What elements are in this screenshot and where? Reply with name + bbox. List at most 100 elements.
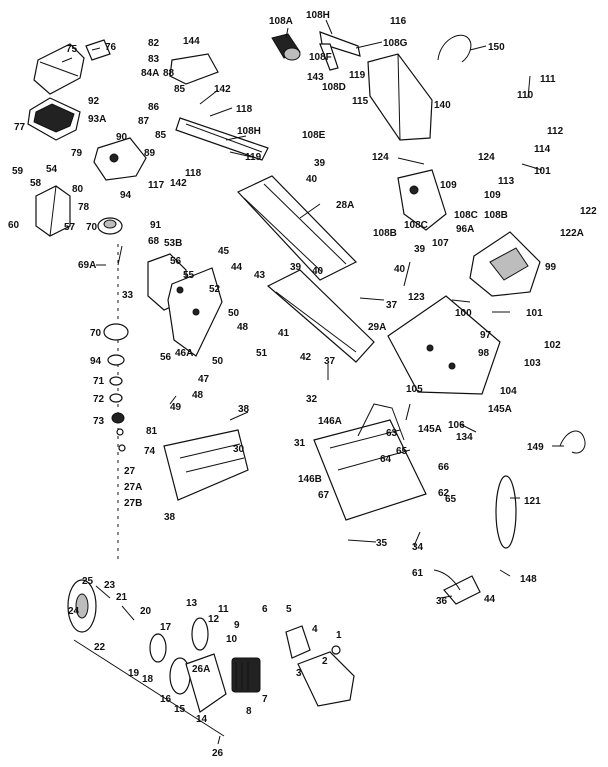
part-label: 106 — [448, 420, 465, 431]
part-label: 110 — [517, 90, 534, 101]
part-label: 85 — [174, 84, 186, 95]
part-label: 118 — [185, 168, 202, 179]
part-label: 59 — [12, 166, 24, 177]
part-label: 11 — [218, 604, 229, 615]
part-label: 108B — [484, 210, 508, 221]
part-123-table — [387, 295, 501, 395]
part-79-housing — [93, 137, 147, 181]
part-52-gearbox — [147, 253, 223, 357]
part-label: 40 — [306, 174, 318, 185]
part-label: 65 — [445, 494, 457, 505]
part-label: 47 — [198, 374, 210, 385]
part-label: 91 — [150, 220, 162, 231]
part-108a-bushing — [271, 33, 301, 61]
part-label: 40 — [312, 266, 324, 277]
part-label: 108F — [309, 52, 332, 63]
part-label: 109 — [440, 180, 457, 191]
part-label: 48 — [192, 390, 204, 401]
part-label: 78 — [78, 202, 90, 213]
part-label: 77 — [14, 122, 26, 133]
part-label: 21 — [116, 592, 128, 603]
part-121-cord-wrap — [495, 475, 517, 549]
part-96a-bracket — [397, 169, 447, 231]
part-label: 4 — [312, 624, 318, 635]
part-label: 50 — [212, 356, 224, 367]
part-label: 88 — [163, 68, 175, 79]
part-71-ring — [109, 376, 123, 386]
part-label: 101 — [526, 308, 543, 319]
part-label: 38 — [238, 404, 250, 415]
part-108h-rail — [175, 117, 269, 161]
part-label: 49 — [170, 402, 182, 413]
part-label: 150 — [488, 42, 505, 53]
part-label: 70 — [86, 222, 98, 233]
part-77-plate — [27, 97, 81, 141]
part-label: 45 — [218, 246, 230, 257]
part-label: 81 — [146, 426, 158, 437]
part-label: 65 — [396, 446, 408, 457]
part-label: 124 — [478, 152, 495, 163]
part-122a-switch-box — [469, 231, 541, 297]
part-label: 122A — [560, 228, 584, 239]
part-29a-base-frame — [266, 269, 375, 363]
part-label: 113 — [498, 176, 515, 187]
part-17-bearing — [149, 633, 167, 663]
part-label: 9 — [234, 620, 240, 631]
part-label: 3 — [296, 668, 302, 679]
part-label: 67 — [318, 490, 330, 501]
part-label: 146B — [298, 474, 322, 485]
part-label: 42 — [300, 352, 312, 363]
part-label: 72 — [93, 394, 105, 405]
part-150-cord — [437, 34, 472, 63]
part-label: 66 — [438, 462, 450, 473]
part-number-labels: 108A 108H 116 108F 108G 119 150 76 82 83… — [8, 10, 597, 759]
part-label: 122 — [580, 206, 597, 217]
part-label: 7 — [262, 694, 268, 705]
part-label: 143 — [307, 72, 324, 83]
part-31-base — [313, 419, 427, 521]
part-label: 30 — [233, 444, 245, 455]
part-label: 108E — [302, 130, 326, 141]
part-label: 46A — [175, 348, 193, 359]
part-54-block — [35, 185, 71, 237]
part-label: 6 — [262, 604, 268, 615]
part-label: 103 — [524, 358, 541, 369]
part-75-cover — [33, 43, 85, 95]
part-label: 53B — [164, 238, 182, 249]
part-label: 140 — [434, 100, 451, 111]
part-label: 117 — [148, 180, 165, 191]
part-36-foot — [443, 575, 481, 605]
part-label: 94 — [90, 356, 102, 367]
part-label: 27 — [124, 466, 136, 477]
part-label: 1 — [336, 630, 342, 641]
part-label: 89 — [144, 148, 156, 159]
part-label: 13 — [186, 598, 198, 609]
part-label: 92 — [88, 96, 100, 107]
part-30-guide-rail — [163, 429, 249, 501]
part-label: 37 — [386, 300, 398, 311]
part-label: 108C — [454, 210, 478, 221]
part-label: 52 — [209, 284, 221, 295]
part-label: 20 — [140, 606, 152, 617]
part-label: 23 — [104, 580, 116, 591]
part-label: 108H — [306, 10, 330, 21]
part-label: 73 — [93, 416, 105, 427]
part-label: 107 — [432, 238, 449, 249]
part-label: 27A — [124, 482, 142, 493]
part-label: 134 — [456, 432, 473, 443]
part-label: 111 — [540, 74, 556, 85]
part-label: 145A — [418, 424, 442, 435]
part-label: 74 — [144, 446, 156, 457]
part-label: 40 — [394, 264, 406, 275]
part-label: 57 — [64, 222, 76, 233]
part-149-cord — [559, 430, 586, 454]
part-label: 39 — [414, 244, 426, 255]
part-label: 68 — [148, 236, 160, 247]
part-label: 108H — [237, 126, 261, 137]
part-label: 29A — [368, 322, 386, 333]
part-label: 75 — [66, 44, 78, 55]
part-label: 26A — [192, 664, 210, 675]
part-label: 108D — [322, 82, 346, 93]
part-label: 22 — [94, 642, 106, 653]
